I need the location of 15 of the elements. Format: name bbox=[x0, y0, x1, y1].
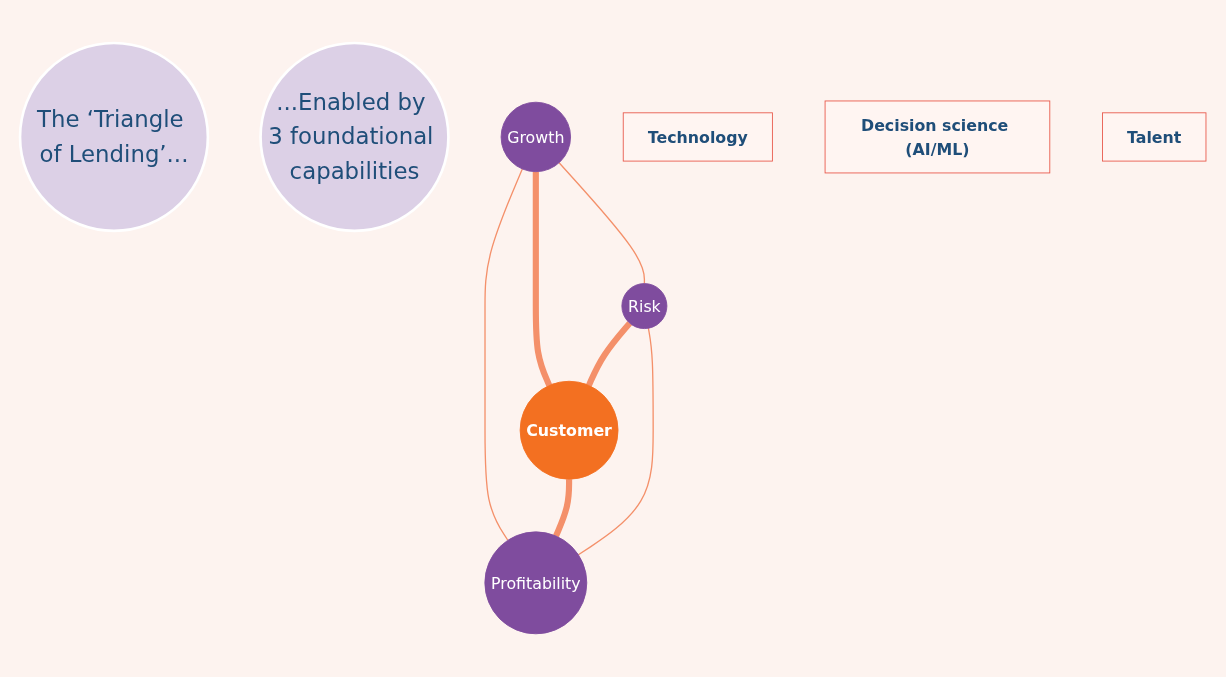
node-circle: Growth bbox=[500, 101, 571, 173]
node-circle: Customer bbox=[519, 380, 619, 480]
node-circle: Profitability bbox=[484, 531, 588, 635]
node-circle: The ‘Triangle of Lending’... bbox=[18, 41, 210, 233]
connector bbox=[484, 168, 523, 541]
node-box: Technology bbox=[622, 112, 773, 162]
connector bbox=[553, 479, 573, 538]
node-circle: Risk bbox=[621, 283, 668, 330]
connector bbox=[532, 171, 553, 387]
connector bbox=[577, 327, 654, 556]
connector bbox=[586, 321, 633, 387]
node-circle: ...Enabled by 3 foundational capabilities bbox=[259, 41, 450, 233]
connector bbox=[558, 162, 646, 285]
node-box: Talent bbox=[1102, 112, 1207, 162]
node-box: Decision science (AI/ML) bbox=[824, 100, 1051, 174]
